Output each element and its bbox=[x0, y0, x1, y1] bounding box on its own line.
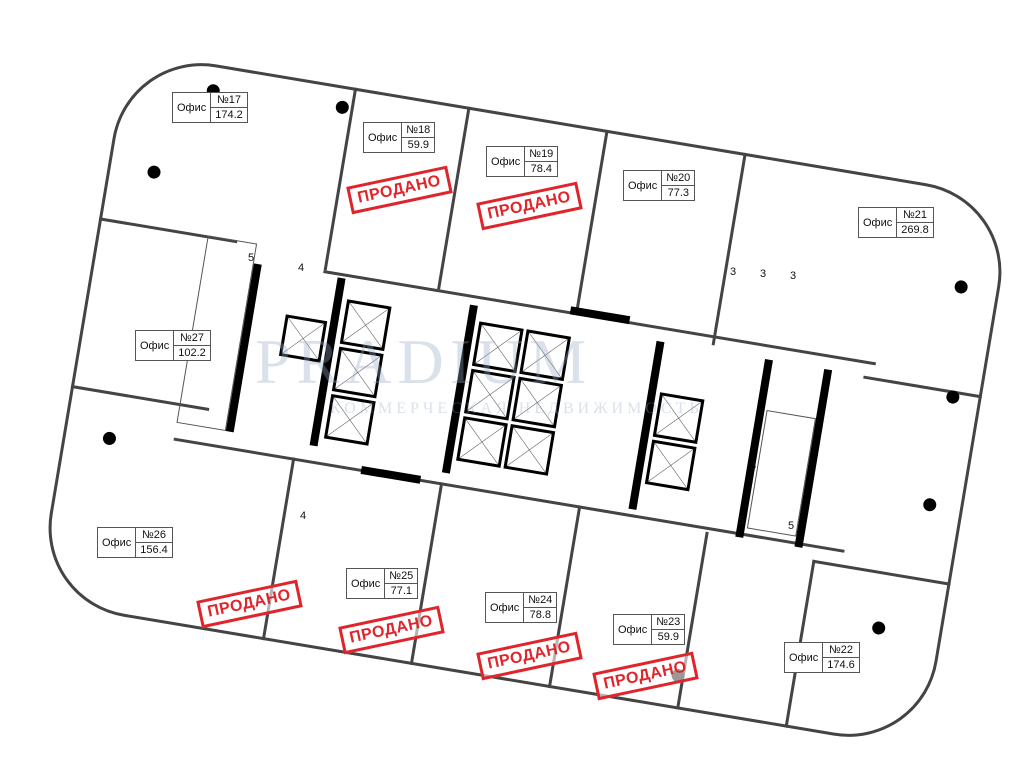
office-area: 59.9 bbox=[657, 631, 679, 643]
office-number: №25 bbox=[385, 569, 418, 584]
elevator bbox=[339, 299, 392, 352]
elevator bbox=[463, 368, 516, 421]
office-number: №18 bbox=[402, 123, 435, 138]
room-number: 5 bbox=[248, 252, 255, 264]
room-number: 4 bbox=[298, 262, 305, 274]
room-number: 3 bbox=[730, 266, 737, 278]
office-number: №17 bbox=[211, 93, 247, 108]
office-number: №24 bbox=[524, 593, 557, 608]
office-area: 102.2 bbox=[178, 347, 206, 359]
office-number: №22 bbox=[823, 643, 859, 658]
office-kind: Офис bbox=[136, 331, 175, 360]
office-number: №21 bbox=[897, 208, 933, 223]
elevator bbox=[519, 329, 572, 382]
elevator bbox=[511, 376, 564, 429]
room-number: 5 bbox=[788, 520, 795, 532]
elevator bbox=[471, 321, 524, 374]
office-number: №19 bbox=[525, 147, 558, 162]
office-area: 77.1 bbox=[390, 585, 412, 597]
office-area: 78.4 bbox=[530, 163, 552, 175]
room-number: 4 bbox=[300, 510, 307, 522]
office-area: 78.8 bbox=[529, 609, 551, 621]
office-area: 174.2 bbox=[215, 109, 243, 121]
office-kind: Офис bbox=[624, 171, 663, 200]
office-kind: Офис bbox=[859, 208, 898, 237]
office-kind: Офис bbox=[487, 147, 526, 176]
office-number: №26 bbox=[136, 528, 172, 543]
office-kind: Офис bbox=[486, 593, 525, 622]
room-number: 3 bbox=[750, 460, 757, 472]
office-kind: Офис bbox=[173, 93, 212, 122]
office-kind: Офис bbox=[98, 528, 137, 557]
office-area: 174.6 bbox=[827, 659, 855, 671]
elevator bbox=[323, 393, 376, 446]
room-number: 3 bbox=[790, 270, 797, 282]
office-number: №23 bbox=[652, 615, 685, 630]
office-area: 59.9 bbox=[407, 139, 429, 151]
office-number: №27 bbox=[174, 331, 210, 346]
elevator bbox=[278, 314, 328, 363]
office-kind: Офис bbox=[364, 123, 403, 152]
office-kind: Офис bbox=[785, 643, 824, 672]
office-number: №20 bbox=[662, 171, 695, 186]
office-area: 156.4 bbox=[140, 544, 168, 556]
elevator bbox=[503, 423, 556, 476]
elevator bbox=[644, 439, 697, 492]
office-kind: Офис bbox=[614, 615, 653, 644]
elevator bbox=[456, 416, 508, 468]
room-number: 5 bbox=[738, 515, 745, 527]
office-area: 77.3 bbox=[667, 187, 689, 199]
elevator bbox=[331, 346, 384, 399]
room-number: 3 bbox=[760, 268, 767, 280]
office-area: 269.8 bbox=[901, 224, 929, 236]
elevator bbox=[652, 392, 705, 445]
office-kind: Офис bbox=[347, 569, 386, 598]
